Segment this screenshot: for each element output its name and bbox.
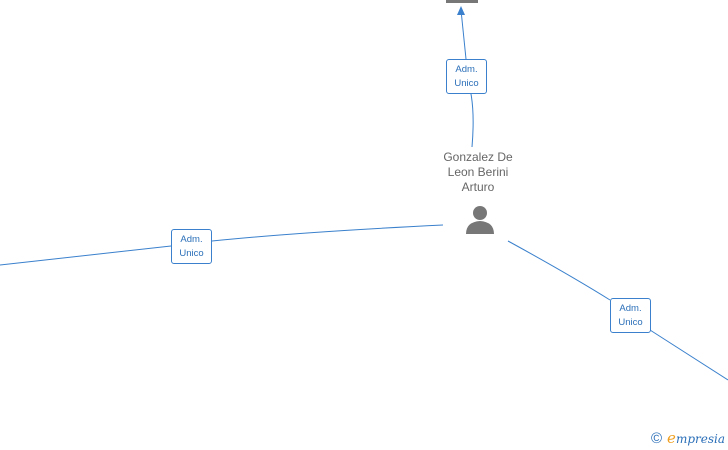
role-badge-line2: Unico bbox=[618, 317, 643, 328]
edge-to-left-company bbox=[0, 224, 444, 266]
role-badge-line1: Adm. bbox=[455, 64, 478, 75]
role-badge-right[interactable]: Adm. Unico bbox=[610, 298, 651, 333]
role-badge-top[interactable]: Adm. Unico bbox=[446, 59, 487, 94]
role-badge-line1: Adm. bbox=[619, 303, 642, 314]
person-icon[interactable] bbox=[464, 205, 496, 235]
brand-logo: empresia bbox=[667, 429, 725, 447]
person-name-line1: Gonzalez De bbox=[443, 150, 513, 164]
copyright-icon: © bbox=[650, 429, 663, 447]
brand-name-rest: mpresia bbox=[675, 432, 725, 446]
arrowhead-up bbox=[457, 6, 465, 15]
role-badge-line2: Unico bbox=[454, 78, 479, 89]
brand-initial: e bbox=[667, 429, 676, 447]
role-badge-left[interactable]: Adm. Unico bbox=[171, 229, 212, 264]
role-badge-line2: Unico bbox=[179, 248, 204, 259]
person-name-line2: Leon Berini bbox=[447, 165, 509, 179]
edge-to-right-company bbox=[507, 240, 728, 381]
brand-watermark: © empresia bbox=[651, 429, 725, 447]
edge-to-top-company-upper bbox=[460, 9, 467, 60]
role-badge-line1: Adm. bbox=[180, 234, 203, 245]
person-name-line3: Arturo bbox=[461, 180, 495, 194]
person-name-label: Gonzalez De Leon Berini Arturo bbox=[428, 150, 528, 195]
company-icon-top bbox=[446, 0, 478, 3]
